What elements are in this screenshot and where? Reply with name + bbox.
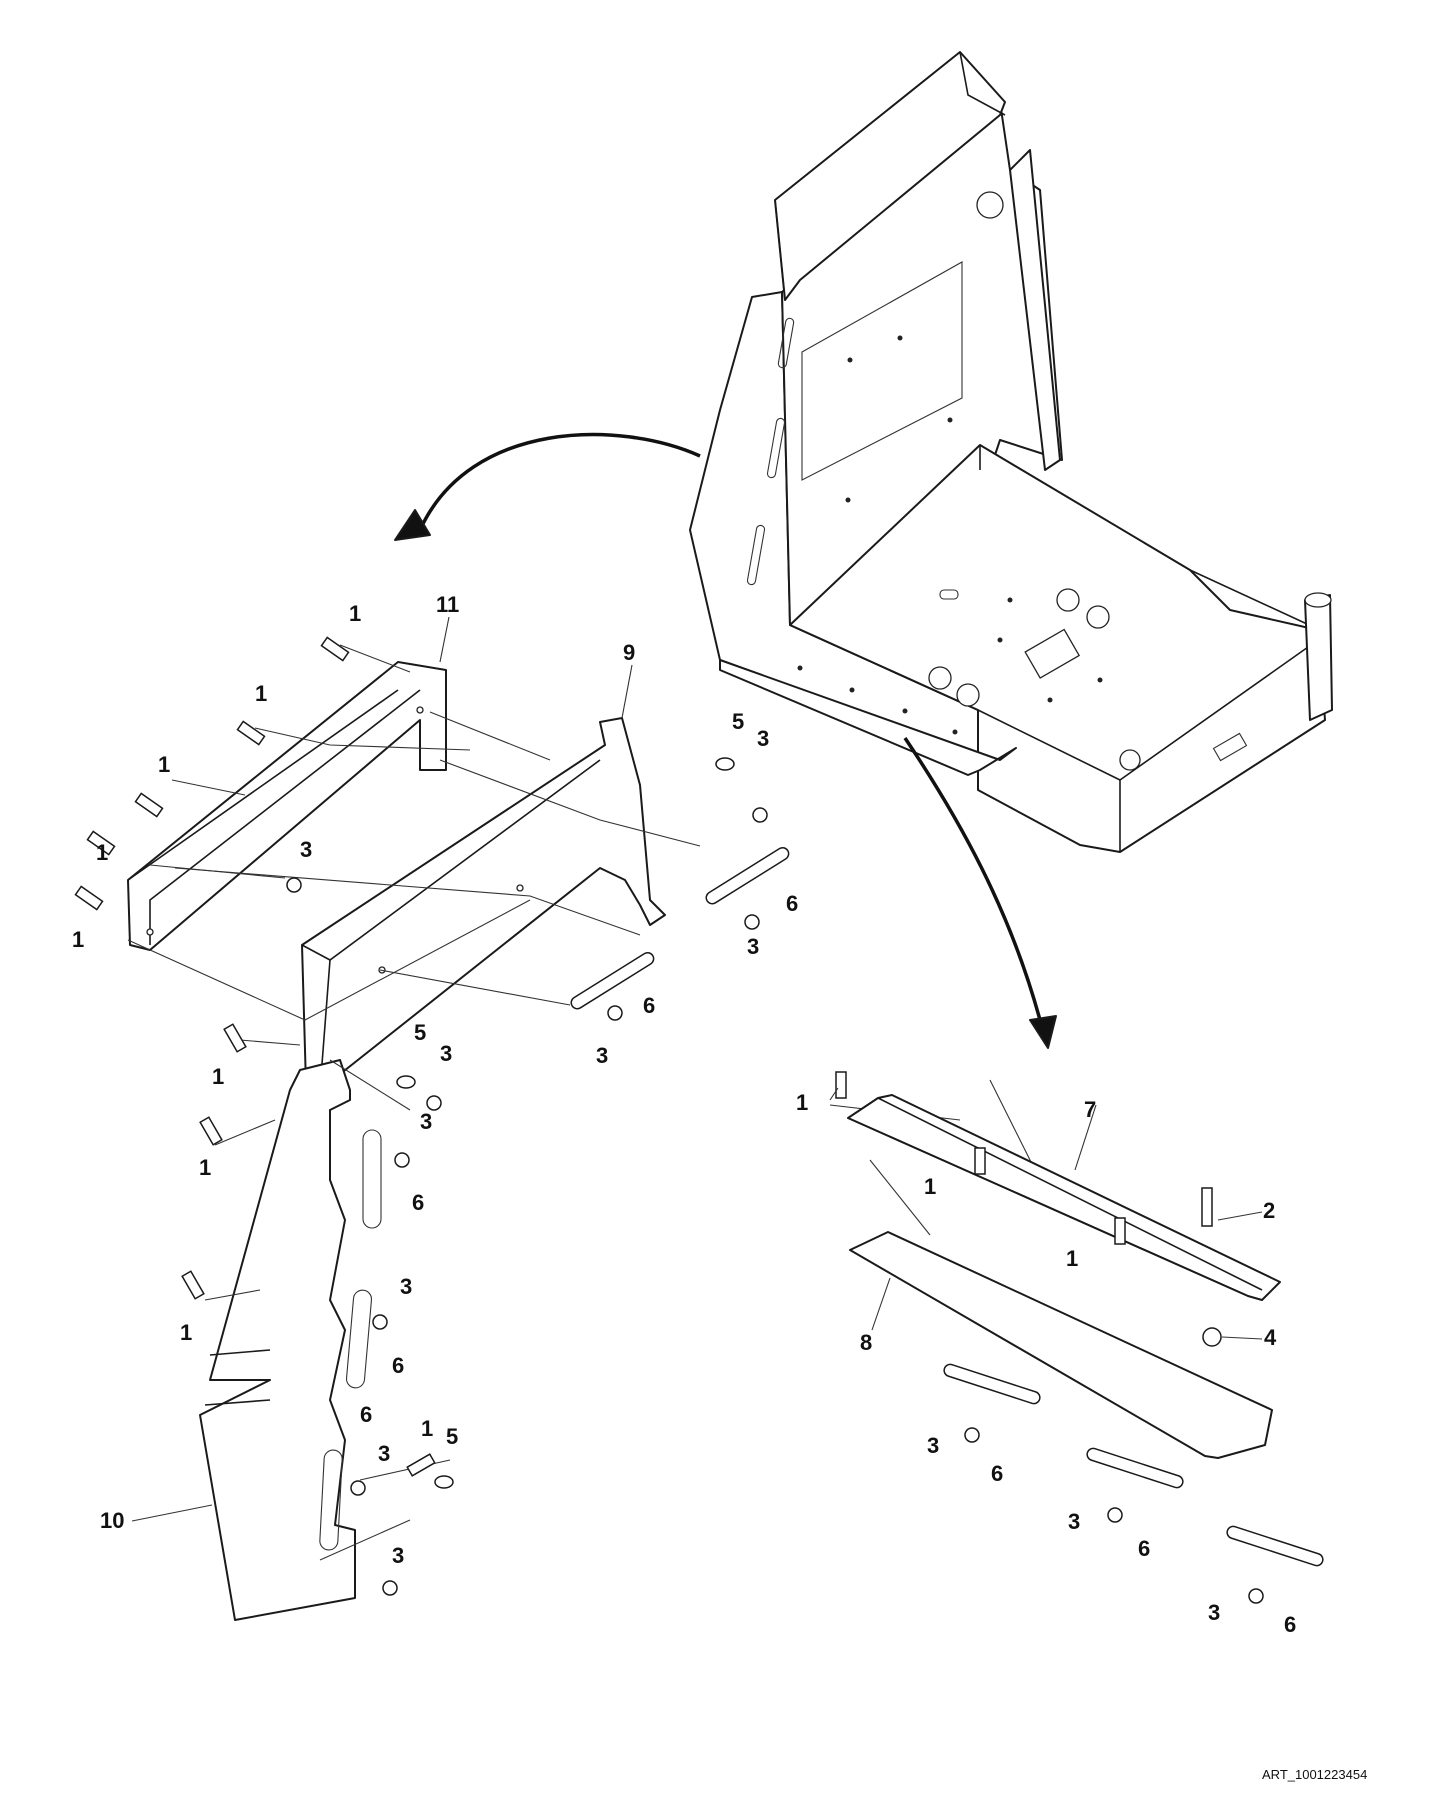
callout-5: 5 [446,1424,458,1449]
callout-1: 1 [349,601,361,626]
callout-3: 3 [378,1441,390,1466]
callout-2: 2 [1263,1198,1275,1223]
assembly-lines [127,644,1041,1561]
art-reference: ART_1001223454 [1262,1767,1367,1782]
callout-1: 1 [212,1064,224,1089]
callout-8: 8 [860,1330,872,1355]
callout-3: 3 [420,1109,432,1134]
callout-labels: 1 1 1 1 1 1 1 1 1 1 1 1 2 3 3 3 3 3 3 3 … [72,592,1296,1637]
callout-1: 1 [72,927,84,952]
callout-1: 1 [796,1090,808,1115]
callout-6: 6 [360,1402,372,1427]
callout-4: 4 [1264,1325,1277,1350]
callout-11: 11 [436,592,459,617]
link-straps-right [943,1363,1324,1567]
callout-1: 1 [421,1416,433,1441]
callout-1: 1 [199,1155,211,1180]
callout-7: 7 [1084,1097,1096,1122]
callout-3: 3 [1068,1509,1080,1534]
callout-1: 1 [1066,1246,1078,1271]
callout-6: 6 [1284,1612,1296,1637]
callout-3: 3 [440,1041,452,1066]
callout-1: 1 [158,752,170,777]
callout-10: 10 [100,1508,124,1533]
callout-3: 3 [300,837,312,862]
callout-6: 6 [786,891,798,916]
callout-1: 1 [96,840,108,865]
view-arrow-left [394,432,701,541]
callout-3: 3 [927,1433,939,1458]
view-arrow-right [903,737,1057,1049]
shroud-10 [199,1059,382,1621]
plate-8 [849,1231,1273,1459]
bolt-icons [74,636,1213,1477]
callout-5: 5 [414,1020,426,1045]
callout-3: 3 [747,934,759,959]
callout-5: 5 [732,709,744,734]
callout-3: 3 [596,1043,608,1068]
link-straps-left [570,846,790,1010]
callout-3: 3 [392,1543,404,1568]
bracket-7 [847,1094,1281,1301]
callout-6: 6 [392,1353,404,1378]
callout-1: 1 [924,1174,936,1199]
nut-washer-icons [286,757,1264,1604]
shroud-11 [127,661,447,951]
callout-1: 1 [180,1320,192,1345]
callout-6: 6 [412,1190,424,1215]
callout-1: 1 [255,681,267,706]
seat-frame-assembly [689,51,1333,853]
callout-6: 6 [991,1461,1003,1486]
callout-3: 3 [400,1274,412,1299]
callout-6: 6 [643,993,655,1018]
callout-leaders [131,616,1263,1522]
callout-9: 9 [623,640,635,665]
callout-3: 3 [757,726,769,751]
callout-6: 6 [1138,1536,1150,1561]
callout-3: 3 [1208,1600,1220,1625]
